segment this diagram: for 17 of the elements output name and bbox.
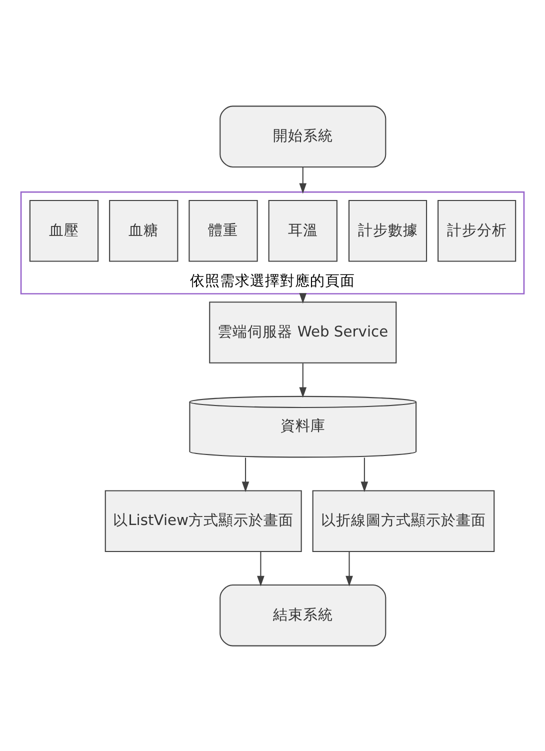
- arrow: [257, 552, 264, 586]
- node-box: 計步數據: [348, 199, 428, 262]
- node-box: 血糖: [109, 199, 178, 262]
- node-box: 耳溫: [268, 199, 338, 262]
- node-box: 以ListView方式顯示於畫面: [104, 490, 302, 552]
- node-box: 開始系統: [220, 105, 386, 167]
- arrow: [242, 457, 250, 492]
- node-box: 以折線圖方式顯示於畫面: [312, 490, 495, 552]
- arrow: [360, 457, 368, 492]
- arrow: [299, 362, 307, 398]
- node-box: 雲端伺服器 Web Service: [209, 301, 397, 363]
- arrow: [299, 166, 307, 194]
- node-box: 血壓: [29, 199, 99, 262]
- node-box: 計步分析: [438, 199, 516, 262]
- node-box: 結束系統: [220, 584, 386, 646]
- arrow: [346, 552, 353, 586]
- node-box: 體重: [188, 199, 258, 262]
